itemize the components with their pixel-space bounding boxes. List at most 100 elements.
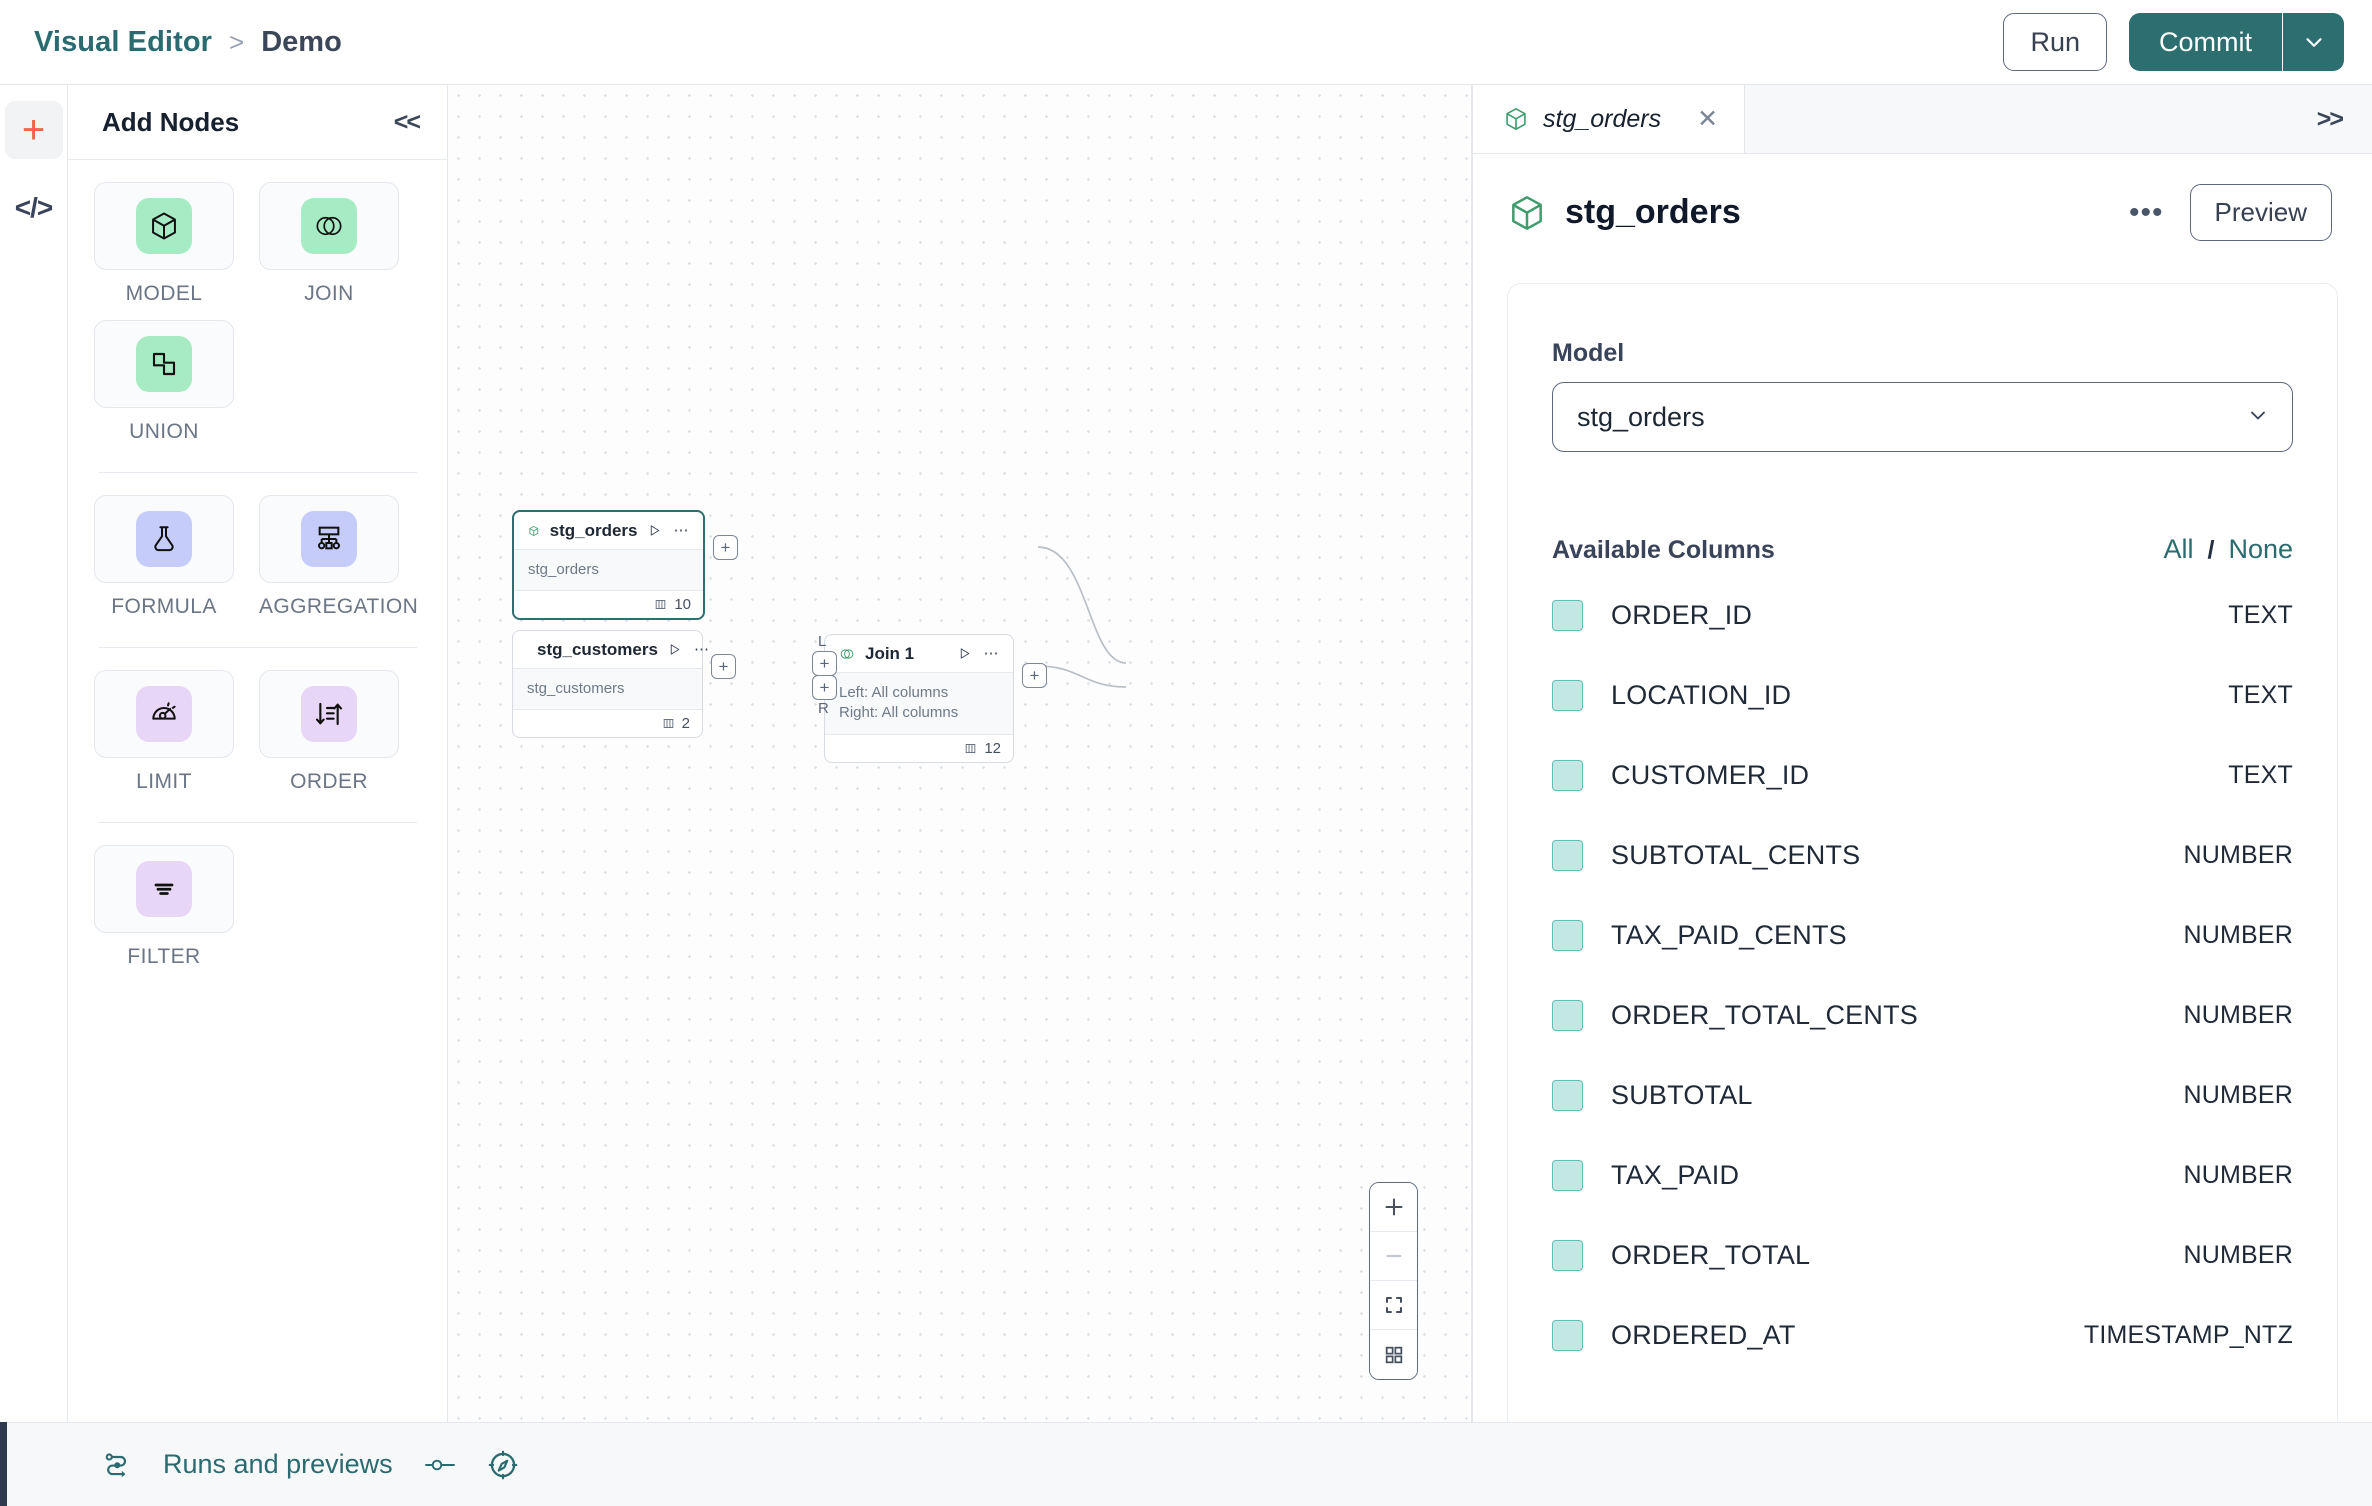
node-type-model[interactable]: MODEL [94,182,234,306]
available-columns-header: Available Columns All / None [1552,534,2293,565]
node-badge [301,198,357,254]
available-columns-title: Available Columns [1552,536,1775,564]
column-type: TIMESTAMP_NTZ [2083,1320,2293,1349]
commit-dropdown-button[interactable] [2282,13,2344,71]
zoom-in-button[interactable] [1370,1183,1417,1232]
fit-view-button[interactable] [1370,1281,1417,1330]
model-field-label: Model [1552,339,1625,367]
column-checkbox[interactable] [1552,1159,1583,1191]
flow-node-join-1[interactable]: Join 1 ⋯ Left: All columns Right: All co… [824,634,1014,763]
column-row[interactable]: ORDER_TOTAL NUMBER [1552,1215,2293,1295]
column-checkbox[interactable] [1552,1079,1583,1111]
zoom-out-button[interactable] [1370,1232,1417,1281]
flow-node-menu-icon[interactable]: ⋯ [673,521,689,539]
run-button[interactable]: Run [2003,13,2107,71]
chevron-down-icon [2305,38,2322,47]
columns-icon [966,743,976,753]
flow-node-header: Join 1 ⋯ [825,635,1013,673]
column-checkbox[interactable] [1552,999,1583,1031]
union-shapes-icon [152,352,176,376]
compass-icon[interactable] [487,1449,519,1481]
flow-node-title: stg_orders [549,520,638,540]
breadcrumb-root-link[interactable]: Visual Editor [34,25,213,58]
preview-button[interactable]: Preview [2189,184,2332,241]
select-all-link[interactable]: All [2163,534,2194,564]
node-tile [259,182,399,270]
column-checkbox[interactable] [1552,679,1583,711]
commit-button-group: Commit [2129,13,2344,71]
node-type-order[interactable]: ORDER [259,670,399,794]
tab-label: stg_orders [1543,104,1662,133]
play-icon[interactable] [648,524,661,537]
play-icon[interactable] [958,647,971,660]
column-checkbox[interactable] [1552,759,1583,791]
node-type-label: UNION [129,420,199,443]
canvas-zoom-controls [1369,1182,1418,1380]
flow-node-stg-orders[interactable]: stg_orders ⋯ stg_orders [512,510,705,621]
plus-icon: + [720,538,731,557]
flow-canvas[interactable]: stg_orders ⋯ stg_orders [448,85,1472,1422]
flow-node-body: stg_customers [513,669,702,710]
tab-stg-orders[interactable]: stg_orders ✕ [1473,85,1746,153]
fit-screen-icon [1385,1297,1402,1313]
flow-node-body-line: stg_orders [528,561,599,578]
output-handle-stg-customers[interactable]: + [711,654,736,679]
toggle-switch-icon[interactable] [423,1455,457,1475]
column-checkbox[interactable] [1552,1319,1583,1351]
inspector-header-actions: ••• Preview [2129,184,2332,241]
runs-and-previews-label[interactable]: Runs and previews [163,1449,393,1479]
play-icon[interactable] [668,643,681,656]
column-row[interactable]: CUSTOMER_ID TEXT [1552,735,2293,815]
toggle-minimap-button[interactable] [1370,1330,1417,1379]
node-type-filter[interactable]: FILTER [94,845,234,969]
node-type-formula[interactable]: FORMULA [94,495,234,619]
more-options-icon[interactable]: ••• [2129,195,2164,229]
column-row[interactable]: ORDERED_AT TIMESTAMP_NTZ [1552,1295,2293,1375]
column-row[interactable]: SUBTOTAL_CENTS NUMBER [1552,815,2293,895]
flow-node-menu-icon[interactable]: ⋯ [983,644,999,662]
flow-node-stg-customers[interactable]: stg_customers ⋯ stg_customers [512,630,709,739]
node-type-union[interactable]: UNION [94,320,234,444]
model-select[interactable]: stg_orders [1552,382,2293,452]
flask-icon [154,526,174,552]
close-icon[interactable]: ✕ [1697,105,1719,133]
expand-panel-icon[interactable]: >> [2316,104,2344,133]
column-name: ORDER_ID [1611,599,1753,630]
column-checkbox[interactable] [1552,1239,1583,1271]
column-checkbox[interactable] [1552,839,1583,871]
code-view-rail-button[interactable]: </> [5,179,63,237]
node-type-label: FORMULA [111,595,217,618]
commit-button[interactable]: Commit [2129,13,2282,71]
column-checkbox[interactable] [1552,919,1583,951]
column-row[interactable]: SUBTOTAL NUMBER [1552,1055,2293,1135]
node-type-limit[interactable]: LIMIT [94,670,234,794]
column-checkbox[interactable] [1552,599,1583,631]
plus-icon: + [819,654,830,673]
node-badge [301,511,357,567]
inspector-panel: stg_orders ✕ >> stg_orders ••• Preview M [1472,85,2372,1422]
input-handle-join-right[interactable]: + [812,675,837,700]
available-columns-list: ORDER_ID TEXT LOCATION_ID TEXT CUSTOMER_… [1552,575,2293,1375]
node-type-join[interactable]: JOIN [259,182,399,306]
flow-node-menu-icon[interactable]: ⋯ [693,640,710,658]
flow-node-header: stg_orders ⋯ [514,512,703,550]
add-node-rail-button[interactable]: + [4,101,63,159]
select-none-link[interactable]: None [2228,534,2293,564]
collapse-panel-icon[interactable]: << [393,107,421,136]
column-row[interactable]: LOCATION_ID TEXT [1552,655,2293,735]
column-row[interactable]: ORDER_TOTAL_CENTS NUMBER [1552,975,2293,1055]
node-tile [94,320,234,408]
column-row[interactable]: TAX_PAID NUMBER [1552,1135,2293,1215]
column-row[interactable]: ORDER_ID TEXT [1552,575,2293,655]
column-row[interactable]: TAX_PAID_CENTS NUMBER [1552,895,2293,975]
column-name: LOCATION_ID [1611,679,1792,710]
column-name: ORDER_TOTAL [1611,1239,1811,1270]
plus-icon: + [819,678,830,697]
input-handle-join-left[interactable]: + [812,651,837,676]
output-handle-stg-orders[interactable]: + [713,535,738,560]
venn-icon [840,648,854,659]
flow-node-actions: ⋯ [958,644,1000,662]
node-badge [136,198,192,254]
output-handle-join-1[interactable]: + [1022,663,1047,688]
node-type-aggregation[interactable]: AGGREGATION [259,495,418,619]
